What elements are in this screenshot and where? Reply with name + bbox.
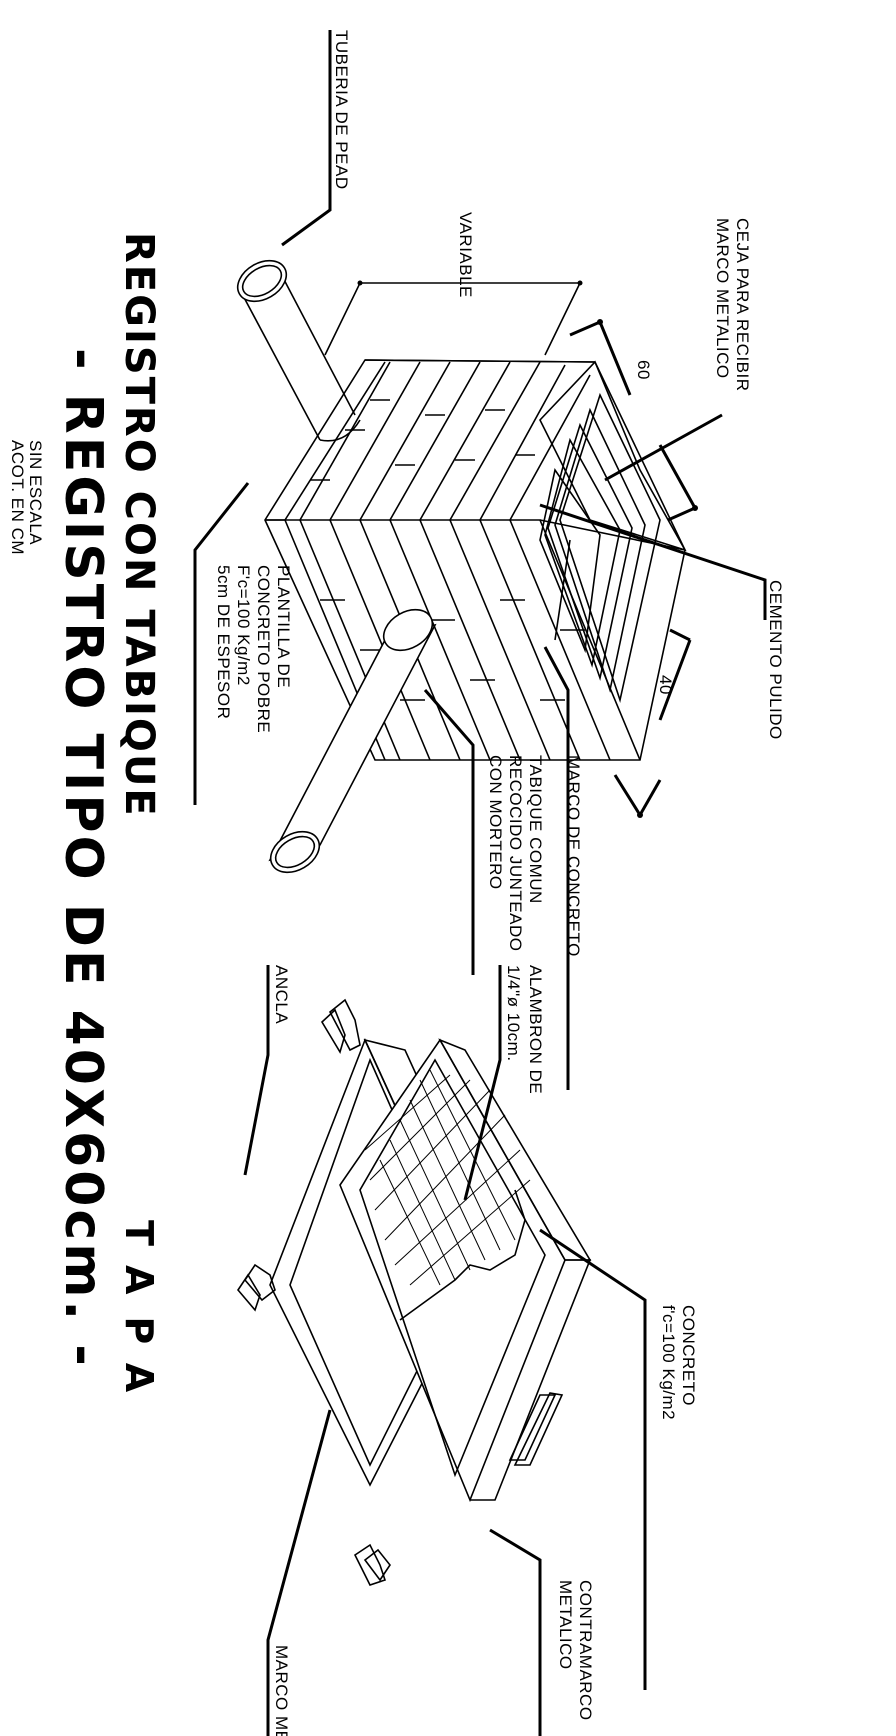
anchors (236, 998, 391, 1586)
label-concreto-2: f'c=100 Kg/m2 (659, 1305, 678, 1420)
pipe-top (236, 259, 361, 442)
mesh (364, 1069, 531, 1286)
brick-courses (299, 361, 611, 761)
label-ceja-2: MARCO METALICO (713, 218, 732, 379)
title-sub: - REGISTRO TIPO DE 40X60cm. - (53, 348, 113, 1369)
label-dim-40: 40 (656, 675, 675, 695)
label-plantilla-4: 5cm DE ESPESOR (214, 565, 233, 719)
label-dim-60: 60 (634, 360, 653, 380)
label-tuberia: TUBERIA DE PEAD (332, 30, 351, 190)
label-concreto-1: CONCRETO (679, 1305, 698, 1406)
label-cemento: CEMENTO PULIDO (766, 580, 785, 740)
registro-box-drawing (264, 359, 687, 761)
label-plantilla-2: CONCRETO POBRE (254, 565, 273, 733)
label-contramarco-1: CONTRAMARCO (576, 1580, 595, 1721)
label-ancla: ANCLA (272, 965, 291, 1024)
label-marco-metalico: MARCO METALICO (272, 1645, 291, 1736)
title-tapa: TAPA (117, 1220, 161, 1414)
label-tabique-3: CON MORTERO (486, 755, 505, 890)
label-tabique-1: TABIQUE COMUN (526, 755, 545, 904)
label-marco-concreto: MARCO DE CONCRETO (564, 755, 583, 957)
leaders-box (193, 30, 767, 1090)
label-alambron-2: 1/4"ø 10cm. (504, 965, 523, 1062)
label-plantilla-1: PLANTILLA DE (274, 565, 293, 688)
dimension-40 (613, 628, 692, 818)
pipe-bottom (268, 608, 437, 874)
label-contramarco-2: METALICO (556, 1580, 575, 1670)
titles: REGISTRO CON TABIQUE TAPA - REGISTRO TIP… (8, 232, 162, 1414)
label-variable: VARIABLE (456, 212, 475, 298)
label-scale: SIN ESCALA (26, 440, 45, 545)
leaders-tapa (243, 965, 647, 1736)
dimension-60 (569, 319, 698, 522)
dimension-variable (324, 280, 583, 356)
labels-tapa: ALAMBRON DE 1/4"ø 10cm. ANCLA CONCRETO f… (272, 965, 698, 1736)
label-alambron-1: ALAMBRON DE (526, 965, 545, 1094)
label-units: ACOT. EN CM (8, 440, 27, 555)
tapa-drawing (236, 998, 592, 1586)
label-tabique-2: RECOCIDO JUNTEADO (506, 755, 525, 951)
label-plantilla-3: F'c=100 Kg/m2 (234, 565, 253, 686)
label-ceja-1: CEJA PARA RECIBIR (733, 218, 752, 392)
title-main: REGISTRO CON TABIQUE (116, 232, 162, 818)
labels-box: TUBERIA DE PEAD VARIABLE CEJA PARA RECIB… (214, 30, 785, 957)
